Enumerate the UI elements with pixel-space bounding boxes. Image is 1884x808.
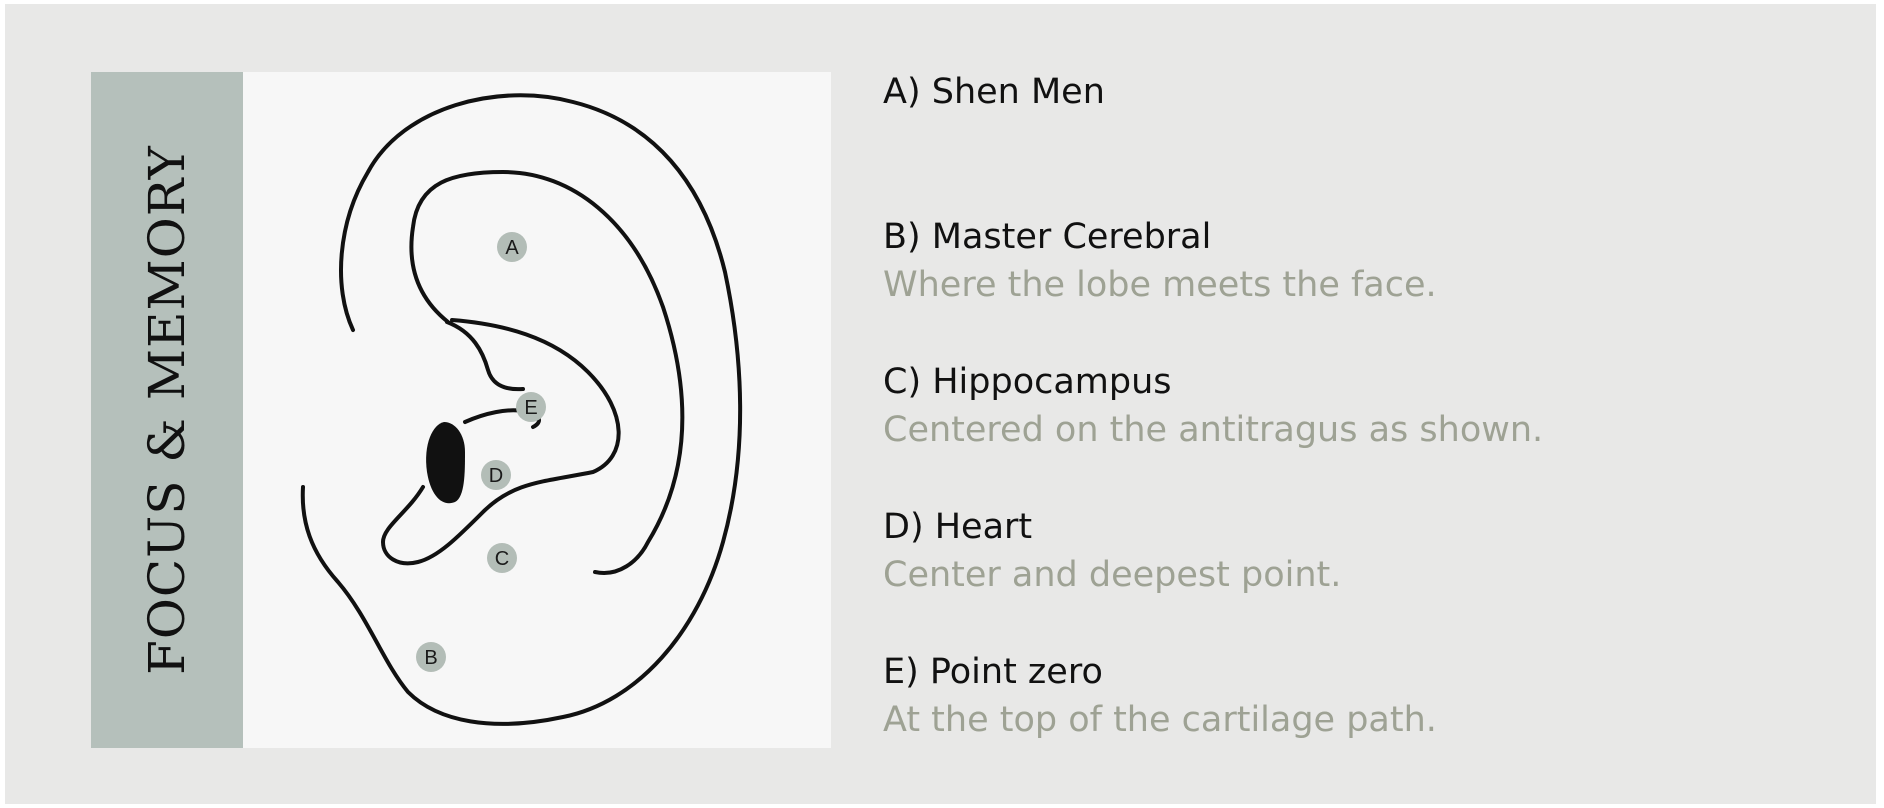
marker-b: B <box>416 642 446 672</box>
legend-title: C) Hippocampus <box>883 362 1172 402</box>
legend-description: Centered on the antitragus as shown. <box>883 410 1544 450</box>
side-title: FOCUS & MEMORY <box>138 145 196 675</box>
side-title-band <box>91 72 243 748</box>
legend-title: D) Heart <box>883 507 1033 547</box>
ear-diagram: A B C D E <box>300 93 743 726</box>
ear-concha-rim <box>381 318 621 566</box>
legend-title: B) Master Cerebral <box>883 217 1212 257</box>
legend-item-c: C) Hippocampus Centered on the antitragu… <box>883 358 1823 503</box>
legend-description: Where the lobe meets the face. <box>883 265 1437 305</box>
legend-description: Center and deepest point. <box>883 555 1342 595</box>
marker-a: A <box>497 232 527 262</box>
ear-outer-helix <box>300 93 743 726</box>
legend-item-a: A) Shen Men <box>883 68 1823 213</box>
svg-text:C: C <box>495 548 509 570</box>
svg-text:A: A <box>505 237 519 259</box>
svg-text:D: D <box>489 465 503 487</box>
svg-text:B: B <box>424 647 437 669</box>
legend-item-d: D) Heart Center and deepest point. <box>883 503 1823 648</box>
legend-title: E) Point zero <box>883 652 1103 692</box>
legend-item-e: E) Point zero At the top of the cartilag… <box>883 648 1823 793</box>
marker-d: D <box>481 460 511 490</box>
legend-title: A) Shen Men <box>883 72 1105 112</box>
ear-canal-shape <box>426 422 465 504</box>
ear-antihelix <box>409 170 685 575</box>
legend-description: At the top of the cartilage path. <box>883 700 1437 740</box>
marker-c: C <box>487 543 517 573</box>
legend: A) Shen Men B) Master Cerebral Where the… <box>883 68 1823 793</box>
legend-item-b: B) Master Cerebral Where the lobe meets … <box>883 213 1823 358</box>
svg-text:E: E <box>524 397 537 419</box>
marker-e: E <box>516 392 546 422</box>
